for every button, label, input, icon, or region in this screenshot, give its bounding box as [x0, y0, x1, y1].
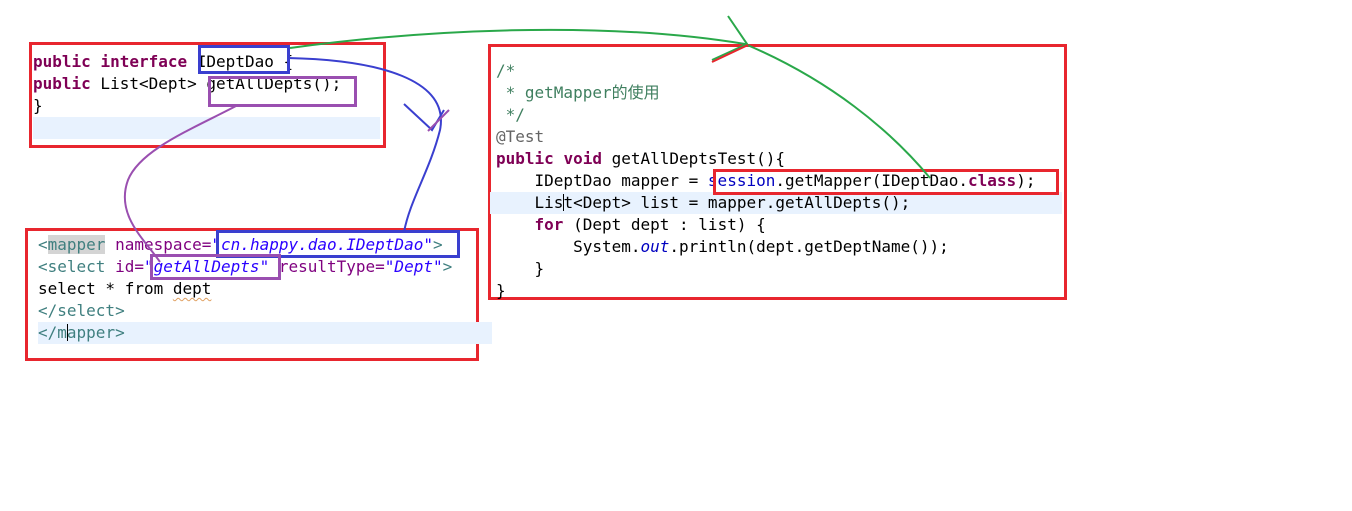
- test-text-cursor: [563, 194, 565, 211]
- test-line-10: }: [496, 259, 545, 278]
- mapper-line-4: </select>: [38, 301, 125, 320]
- test-panel: [488, 44, 1067, 300]
- green-link-arrow: [289, 28, 931, 179]
- interface-line-3: }: [33, 96, 43, 115]
- test-line-1: /*: [496, 61, 516, 80]
- blue-link-arrow: [287, 57, 442, 233]
- interface-name-marker: [198, 45, 290, 74]
- namespace-marker: [216, 230, 460, 258]
- interface-line-1: public interface IDeptDao {: [33, 52, 294, 71]
- test-current-line-highlight: [490, 192, 1062, 214]
- interface-name[interactable]: IDeptDao: [196, 52, 274, 71]
- mapper-code: <mapper namespace="cn.happy.dao.IDeptDao…: [38, 234, 452, 366]
- red-arrow-tick: [711, 44, 749, 63]
- test-line-11: }: [496, 281, 506, 300]
- mapper-line-3: select * from dept: [38, 279, 212, 298]
- test-code: /* * getMapper的使用 */ @Test public void g…: [496, 60, 1035, 324]
- mapper-line-2: <select id="getAllDepts" resultType="Dep…: [38, 257, 453, 276]
- test-line-9: System.out.println(dept.getDeptName());: [496, 237, 949, 256]
- mapper-line-5: </mapper>: [38, 323, 125, 342]
- getmapper-call-marker: [713, 169, 1059, 195]
- interface-method-marker: [208, 76, 357, 107]
- text-cursor: [66, 324, 68, 341]
- test-line-6: IDeptDao mapper = session.getMapper(IDep…: [496, 171, 1036, 190]
- blue-arrowhead: [403, 103, 445, 132]
- interface-current-line-highlight: [33, 117, 380, 139]
- select-id-marker: [150, 254, 281, 280]
- purple-arrowhead: [427, 109, 450, 132]
- test-line-2: * getMapper的使用: [496, 83, 660, 102]
- mapper-line-1: <mapper namespace="cn.happy.dao.IDeptDao…: [38, 235, 443, 254]
- namespace-value[interactable]: "cn.happy.dao.IDeptDao": [211, 235, 433, 254]
- green-arrowhead: [711, 15, 749, 61]
- mapper-current-line-highlight: [38, 322, 492, 344]
- test-line-8: for (Dept dept : list) {: [534, 215, 766, 234]
- test-line-4: @Test: [496, 127, 545, 146]
- interface-panel: [29, 42, 386, 148]
- test-line-3: */: [496, 105, 525, 124]
- purple-link-arrow: [123, 105, 237, 263]
- test-line-5: public void getAllDeptsTest(){: [496, 149, 785, 168]
- test-line-7: List<Dept> list = mapper.getAllDepts();: [496, 193, 911, 212]
- mapper-panel: [25, 228, 479, 361]
- select-id-value[interactable]: "getAllDepts": [143, 257, 270, 276]
- sql-table-name: dept: [172, 279, 212, 298]
